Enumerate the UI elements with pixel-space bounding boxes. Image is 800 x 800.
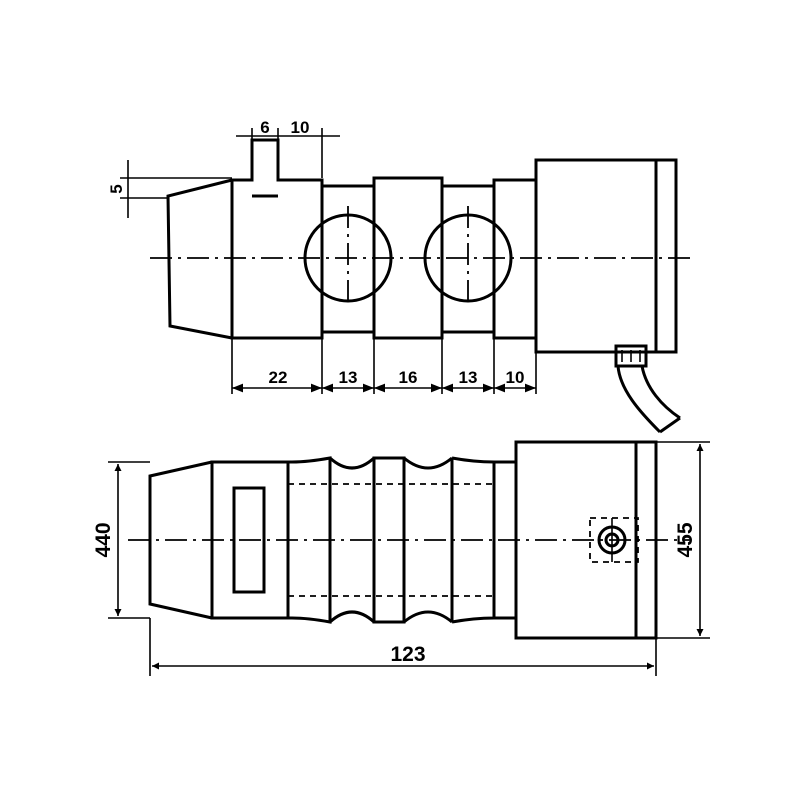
dim-seg-3: 16	[399, 368, 418, 387]
dim-overall-length: 123	[390, 643, 425, 666]
label-window	[232, 486, 266, 594]
dim-seg-5: 10	[506, 368, 525, 387]
right-block	[492, 178, 538, 340]
cable-gland	[614, 344, 648, 368]
cable	[616, 365, 681, 434]
connector-outline	[589, 517, 639, 563]
neck-2	[442, 184, 494, 334]
nose-cap	[166, 178, 233, 340]
dim-overall-height-left: 440	[92, 522, 115, 557]
plan-waist-2	[403, 456, 453, 624]
dim-seg-1: 22	[269, 368, 288, 387]
dim-seg-2: 13	[339, 368, 358, 387]
cylinder-body	[534, 158, 678, 354]
left-block	[230, 138, 324, 340]
dim-top-slot-width: 6	[260, 118, 269, 137]
neck-1	[322, 184, 374, 334]
side-view	[150, 138, 690, 434]
dim-overall-height-right: 455	[674, 522, 697, 557]
side-view-dimensions: 6 10 5 22 13 16 13 10	[107, 118, 537, 394]
dim-seg-4: 13	[459, 368, 478, 387]
plan-view-dimensions: 440 455 123	[92, 441, 710, 676]
dim-top-slot-offset: 10	[291, 118, 310, 137]
dim-top-step-height: 5	[107, 184, 126, 193]
plan-view	[128, 440, 690, 640]
